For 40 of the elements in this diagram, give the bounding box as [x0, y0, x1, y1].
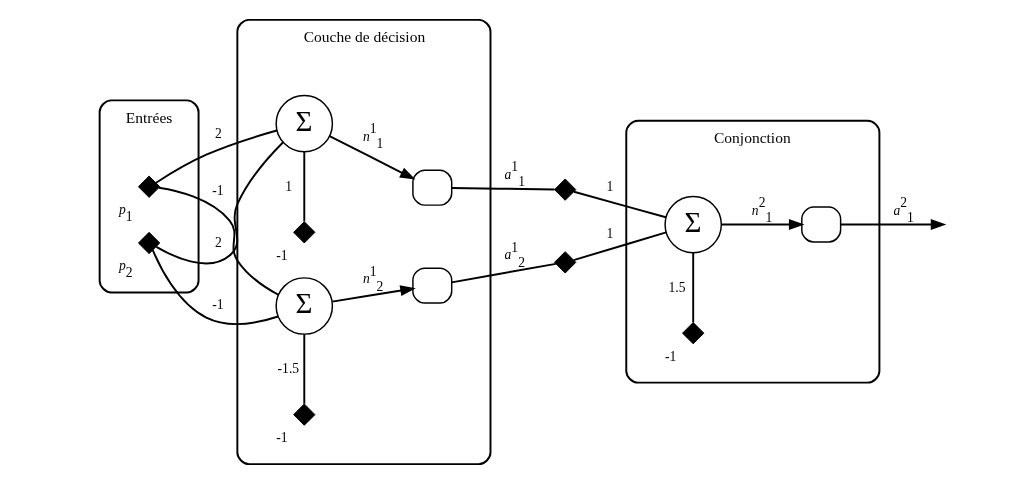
edge-label: -1 [212, 296, 224, 312]
node-circle: Σ [275, 277, 334, 335]
connector [573, 190, 667, 219]
node-box [412, 169, 453, 206]
connector [151, 249, 280, 325]
node-label: -1 [276, 248, 288, 264]
edge-label: -1.5 [277, 361, 300, 377]
connector [155, 129, 278, 184]
node-label: -1 [665, 349, 677, 364]
edge-label: 1 [285, 178, 293, 194]
node-diamond [554, 178, 577, 201]
arrow [328, 135, 416, 180]
connector [450, 187, 556, 191]
edge-label: 1 [606, 179, 614, 195]
connector [157, 186, 280, 296]
node-diamond [293, 403, 316, 426]
edge-label: -1 [212, 183, 224, 199]
connector [303, 150, 306, 223]
node-label: -1 [276, 430, 288, 446]
node-diamond [682, 322, 705, 345]
connector [692, 251, 695, 324]
arrow [331, 285, 416, 303]
edge-label: 1.5 [668, 279, 686, 295]
edge-label: 2 [215, 125, 222, 141]
node-diamond [554, 251, 577, 274]
node-box [801, 206, 842, 243]
arrow [720, 219, 805, 230]
edge-label: 1 [606, 225, 614, 241]
connector [450, 262, 557, 284]
connector [155, 141, 284, 265]
node-diamond [137, 175, 161, 198]
node-circle: Σ [664, 195, 723, 254]
edge-label: 2 [215, 234, 222, 250]
node-diamond [137, 231, 161, 255]
arrow [839, 219, 947, 230]
node-diamond [293, 221, 316, 244]
connector [303, 333, 306, 405]
node-circle: Σ [275, 94, 334, 153]
connector [572, 231, 668, 262]
node-box [412, 267, 453, 304]
